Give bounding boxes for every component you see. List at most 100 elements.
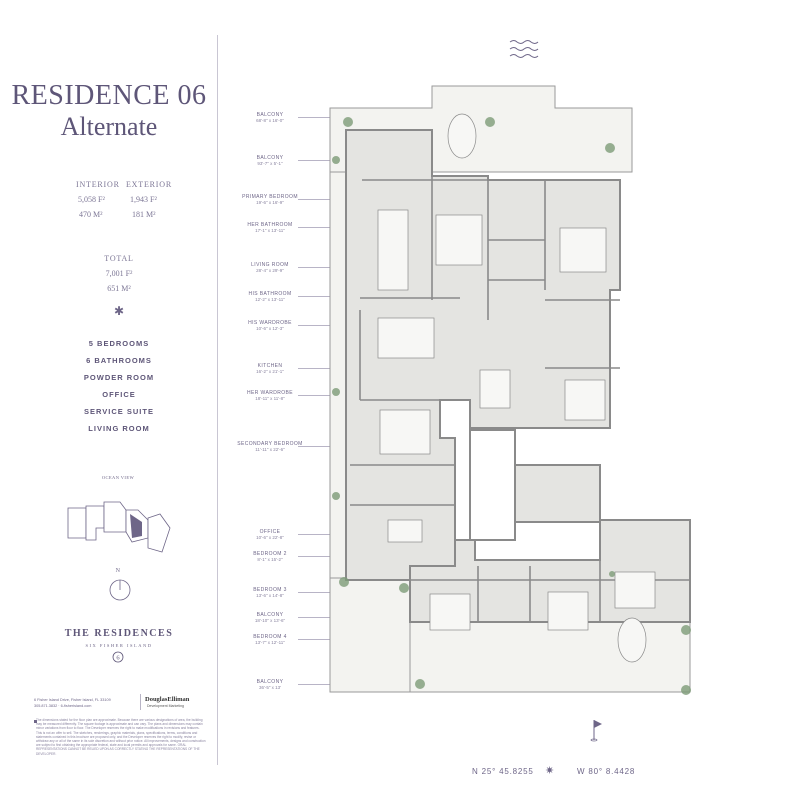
floor-plan (329, 85, 691, 695)
feature-item: SERVICE SUITE (84, 407, 154, 416)
south-balcony-table (617, 617, 647, 663)
wardrobe-island (564, 379, 606, 421)
interior-sqft: 5,058 F² (78, 195, 105, 204)
bathtub (479, 369, 511, 409)
room-label: BALCONY (256, 112, 284, 118)
service-suite (514, 464, 601, 523)
living-rug (435, 214, 483, 266)
bedroom-3-bed (547, 591, 589, 631)
room-label: BEDROOM 2 (253, 551, 287, 557)
total-sqft: 7,001 F² (105, 269, 133, 278)
balcony-table (447, 113, 477, 159)
leader-line (298, 267, 330, 268)
leader-line (298, 617, 330, 618)
exterior-sqm: 181 M² (132, 210, 156, 219)
ocean-waves-icon (509, 40, 539, 58)
room-label: BALCONY (256, 679, 284, 685)
room-dimensions: 17'-1" x 13'-11" (255, 228, 285, 233)
room-dimensions: 10'-6" x 22'-8" (256, 535, 284, 540)
leader-line (298, 368, 330, 369)
dining-table (377, 209, 409, 291)
south-balcony (409, 621, 691, 693)
room-dimensions: 10'-6" x 12'-3" (256, 326, 284, 331)
kitchen-island (377, 317, 435, 359)
partner-logo: DouglasElliman (145, 696, 190, 703)
room-label: LIVING ROOM (251, 262, 289, 268)
office-desk (387, 519, 423, 543)
bedroom-4-bed (614, 571, 656, 609)
room-dimensions: 36'-5" x 13' (258, 685, 282, 690)
leader-line (298, 160, 330, 161)
bedroom-2-bed (429, 593, 471, 631)
room-label: SECONDARY BEDROOM (237, 441, 303, 447)
room-dimensions: 18'-10" x 13'-6" (254, 618, 286, 623)
primary-bed (559, 227, 607, 273)
svg-text:6: 6 (116, 654, 120, 661)
leader-line (298, 199, 330, 200)
room-dimensions: 68'-8" x 16'-0" (256, 118, 284, 123)
leader-line (298, 446, 330, 447)
contact-divider (140, 694, 141, 710)
room-dimensions: 11'-11" x 22'-6" (255, 447, 285, 452)
golf-flag-icon (590, 720, 602, 742)
longitude-text: W 80° 8.4428 (577, 767, 636, 776)
star-separator-icon: ✱ (113, 304, 125, 318)
total-sqm: 651 M² (107, 284, 131, 293)
leader-line (298, 639, 330, 640)
room-label: HIS WARDROBE (248, 320, 292, 326)
room-label: HER BATHROOM (247, 222, 293, 228)
feature-item: 6 BATHROOMS (86, 356, 152, 365)
ocean-view-label: OCEAN VIEW (101, 475, 135, 480)
room-label: KITCHEN (257, 363, 283, 369)
room-dimensions: 16'-2" x 21'-1" (256, 369, 284, 374)
interior-sqm: 470 M² (79, 210, 103, 219)
main-wing (345, 129, 621, 581)
room-label: PRIMARY BEDROOM (242, 194, 298, 200)
brand-logo: 6 (112, 651, 124, 663)
room-dimensions: 19'-6" x 16'-9" (256, 200, 284, 205)
room-dimensions: 13'-6" x 14'-8" (256, 593, 284, 598)
room-label: BALCONY (256, 155, 284, 161)
leader-line (298, 556, 330, 557)
equal-housing-icon (34, 720, 37, 723)
brand-subtitle: SIX FISHER ISLAND (85, 643, 153, 648)
room-dimensions: 13'-7" x 12'-11" (255, 640, 285, 645)
leader-line (298, 296, 330, 297)
vertical-divider (217, 35, 218, 765)
room-dimensions: 93'-7" x 5'-1" (257, 161, 283, 166)
residence-subtitle: Alternate (60, 112, 158, 141)
room-label: BEDROOM 3 (253, 587, 287, 593)
interior-label: INTERIOR (76, 180, 120, 189)
exterior-label: EXTERIOR (126, 180, 172, 189)
latitude-text: N 25° 45.8255 (472, 767, 534, 776)
room-label: BEDROOM 4 (253, 634, 287, 640)
residence-title: RESIDENCE 06 (11, 80, 207, 111)
feature-item: LIVING ROOM (88, 424, 150, 433)
leader-line (298, 117, 330, 118)
room-label: OFFICE (259, 529, 281, 535)
room-dimensions: 18'-11" x 11'-8" (255, 396, 285, 401)
contact-phone: 305.871.3832 · 6-fisherisland.com (34, 704, 92, 708)
leader-line (298, 592, 330, 593)
leader-line (298, 684, 330, 685)
leader-line (298, 395, 330, 396)
room-dimensions: 28'-4" x 29'-9" (256, 268, 284, 273)
partner-subtitle: Development Marketing (147, 704, 184, 708)
room-label: HIS BATHROOM (248, 291, 292, 297)
leader-line (298, 325, 330, 326)
exterior-sqft: 1,943 F² (130, 195, 157, 204)
legal-disclaimer: The dimensions stated for the floor plan… (36, 718, 206, 756)
leader-line (298, 227, 330, 228)
leader-line (298, 534, 330, 535)
feature-item: 5 BEDROOMS (88, 339, 150, 348)
brand-name: THE RESIDENCES (64, 628, 174, 639)
compass-star-icon: ✷ (545, 765, 555, 777)
room-label: BALCONY (256, 612, 284, 618)
room-label: HER WARDROBE (246, 390, 293, 396)
secondary-bed (379, 409, 431, 455)
total-label: TOTAL (104, 254, 134, 263)
south-west-balcony (329, 577, 411, 693)
north-label: N (115, 568, 121, 574)
courtyard (469, 429, 516, 541)
west-balcony (329, 171, 347, 579)
